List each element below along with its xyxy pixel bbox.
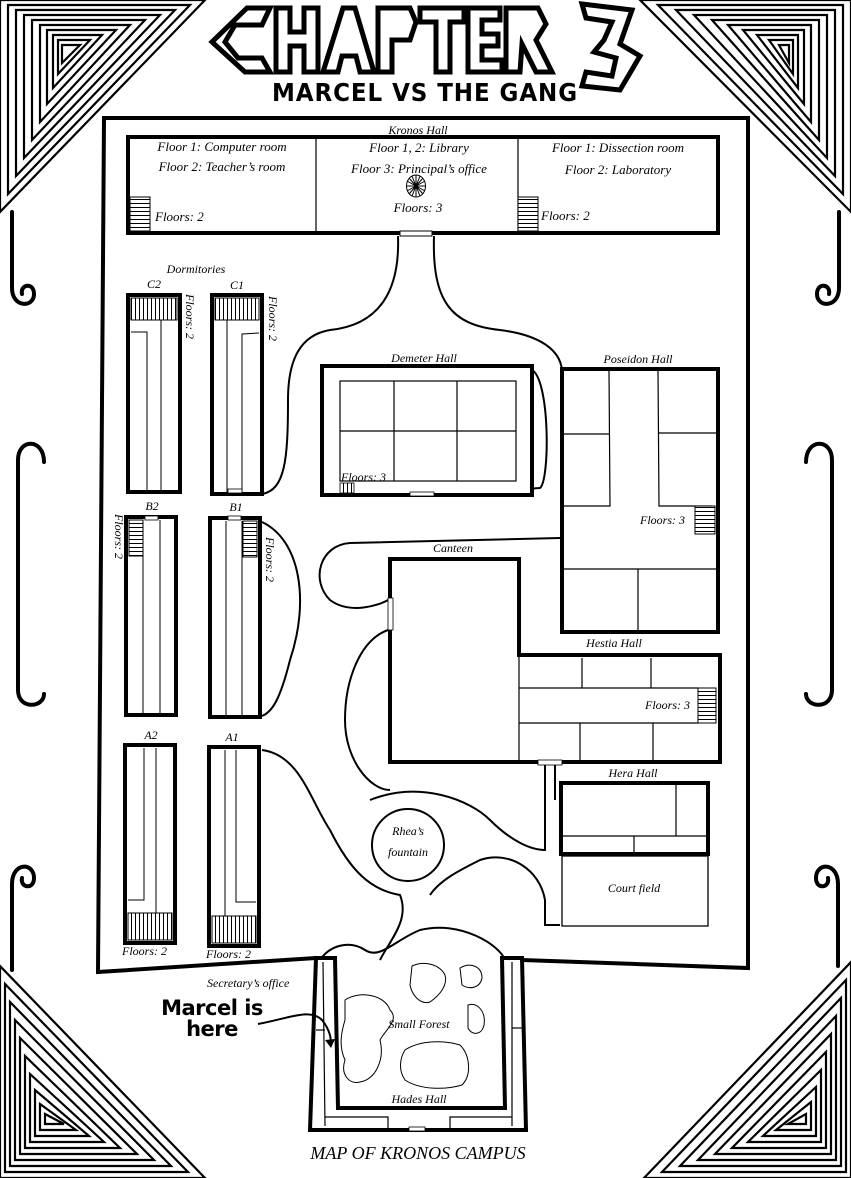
dorm-b2-floors: Floors: 2 (112, 514, 126, 559)
kronos-right-floors: Floors: 2 (541, 208, 590, 223)
fountain-label-line2: fountain (387, 845, 429, 859)
dormitory-a2 (123, 743, 177, 945)
marker-arrow-icon (257, 1013, 332, 1046)
hestia-hall-floors: Floors: 3 (645, 698, 690, 712)
demeter-hall-label: Demeter Hall (391, 351, 457, 365)
dorm-c2-label: C2 (146, 277, 162, 291)
side-scroll-ornaments (10, 210, 841, 972)
court-field-area (561, 855, 709, 927)
dorm-c1-label: C1 (229, 278, 245, 292)
dorm-a2-label: A2 (144, 728, 158, 742)
walking-paths (261, 235, 563, 961)
marker-line2: here (186, 1017, 238, 1041)
hades-hall-building (307, 956, 529, 1132)
fountain-label-line1: Rhea’s (392, 824, 424, 838)
marker-line1: Marcel is (161, 996, 263, 1020)
kronos-hall-label: Kronos Hall (388, 123, 448, 137)
hera-hall-building (559, 781, 710, 856)
corner-ornament-top-right (638, 0, 851, 214)
fountain-circle (371, 808, 445, 882)
map-caption: MAP OF KRONOS CAMPUS (310, 1143, 526, 1163)
poseidon-hall-label: Poseidon Hall (603, 352, 673, 366)
dorm-b2-label: B2 (145, 499, 159, 513)
small-forest-label: Small Forest (388, 1017, 450, 1031)
dorm-a1-label: A1 (225, 730, 239, 744)
kronos-center-floor1: Floor 1, 2: Library (369, 140, 469, 155)
poseidon-hall-building (560, 367, 720, 634)
small-forest-trees (340, 962, 485, 1089)
marcel-location-marker: Marcel is here (161, 998, 263, 1040)
dormitory-c2 (126, 293, 182, 494)
dormitories-label: Dormitories (166, 262, 226, 276)
kronos-center-floor3: Floor 3: Principal’s office (351, 161, 487, 176)
dorm-a1-floors: Floors: 2 (206, 947, 251, 961)
demeter-hall-floors: Floors: 3 (341, 470, 386, 484)
hera-hall-label: Hera Hall (608, 766, 658, 780)
secretary-office-label: Secretary’s office (207, 976, 290, 990)
kronos-right-floor1: Floor 1: Dissection room (551, 140, 685, 155)
demeter-hall-building (320, 364, 534, 497)
corner-ornament-top-left (0, 0, 207, 214)
hestia-hall-building (519, 658, 717, 766)
dormitory-b1 (208, 515, 262, 719)
kronos-left-floor2: Floor 2: Teacher’s room (158, 159, 286, 174)
hades-hall-label: Hades Hall (391, 1092, 447, 1106)
kronos-center-floors: Floors: 3 (393, 200, 443, 215)
dormitory-c1 (210, 293, 264, 496)
corner-ornament-bottom-right (642, 960, 851, 1178)
canteen-building (387, 557, 722, 764)
dormitory-b2 (124, 515, 178, 717)
canteen-label: Canteen (433, 541, 473, 555)
kronos-left-floor1: Floor 1: Computer room (157, 139, 287, 154)
chapter-title-artwork (208, 1, 644, 93)
kronos-right-floor2: Floor 2: Laboratory (564, 162, 672, 177)
dormitory-a1 (207, 745, 261, 948)
dorm-a2-floors: Floors: 2 (122, 944, 167, 958)
spiral-staircase-icon (406, 174, 426, 198)
dorm-b1-floors: Floors: 2 (263, 537, 277, 582)
dorm-c2-floors: Floors: 2 (183, 294, 197, 339)
dorm-c1-floors: Floors: 2 (266, 296, 280, 341)
kronos-left-floors: Floors: 2 (155, 209, 204, 224)
court-field-label: Court field (607, 881, 661, 895)
poseidon-hall-floors: Floors: 3 (640, 513, 685, 527)
dorm-b1-label: B1 (229, 500, 243, 514)
hestia-hall-label: Hestia Hall (586, 636, 642, 650)
chapter-subtitle: MARCEL VS THE GANG (271, 78, 579, 107)
corner-ornament-bottom-left (0, 964, 207, 1178)
kronos-hall-building (126, 135, 720, 237)
campus-boundary (95, 116, 750, 975)
